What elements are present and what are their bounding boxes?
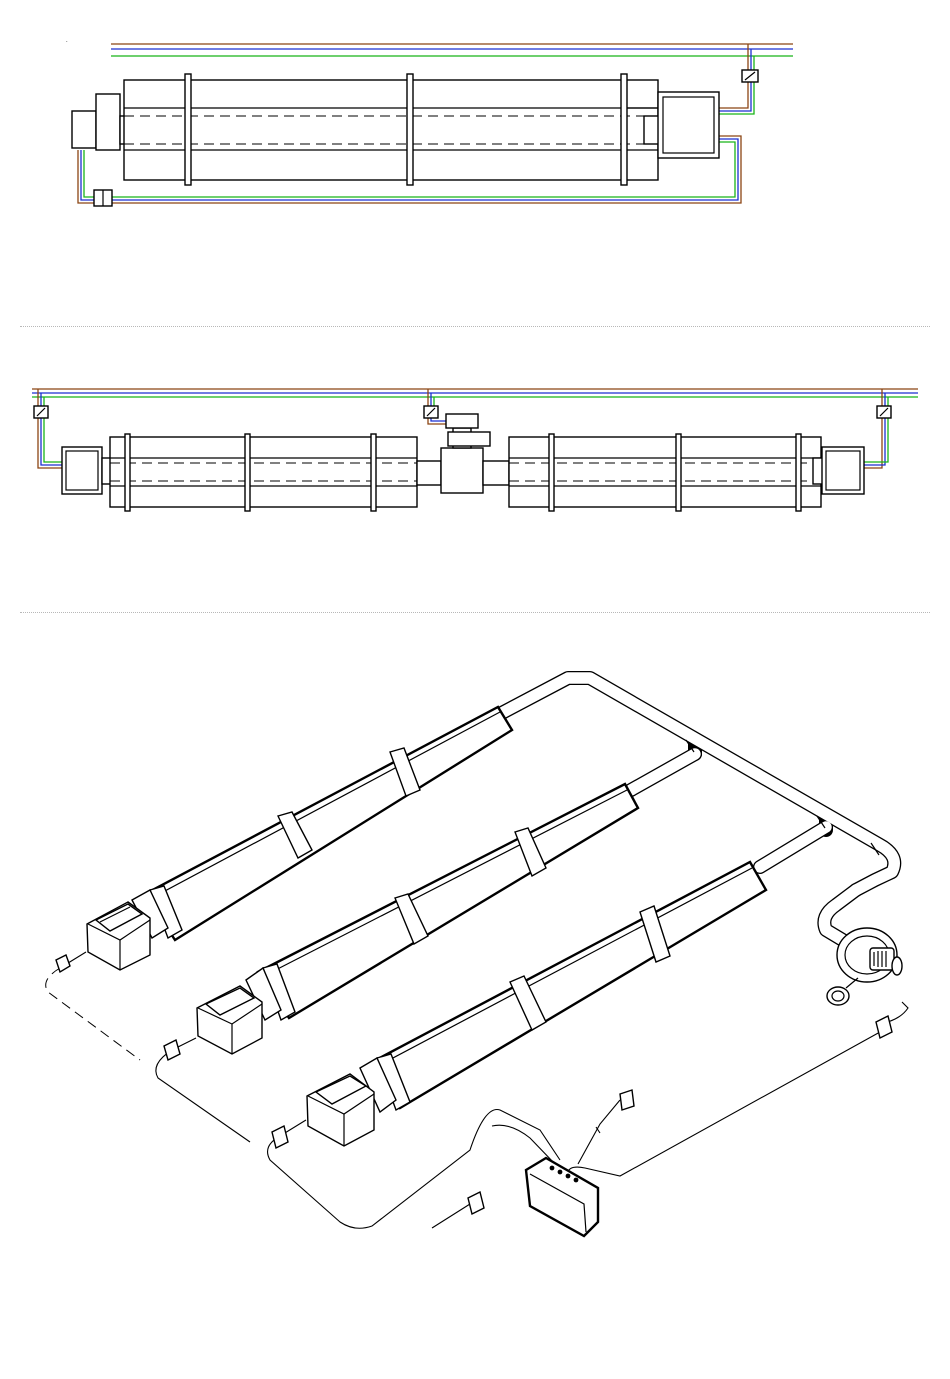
connector-boxes [56, 955, 892, 1214]
connector-2-icon [164, 1040, 180, 1060]
reflector-tube-left [110, 434, 417, 511]
single-tube-drawing: . [0, 0, 950, 230]
exhaust-box-right [822, 447, 864, 494]
radiant-tube-2 [197, 784, 638, 1054]
connector-fan-icon [876, 1016, 892, 1038]
panel-separator-1 [20, 326, 930, 327]
connector-supply-icon [468, 1192, 484, 1214]
isometric-drawing [0, 640, 950, 1260]
double-tube-drawing [0, 370, 950, 530]
double-tube-heater-plan [0, 370, 950, 530]
reflector-tube-right [509, 434, 821, 511]
svg-text:.: . [66, 38, 68, 44]
control-cabling [46, 952, 908, 1228]
panel-separator-2 [20, 612, 930, 613]
sensor-icon [620, 1090, 634, 1110]
isometric-heating-system [0, 640, 950, 1260]
connector-3-icon [272, 1126, 288, 1148]
radiant-tube-3 [307, 862, 766, 1146]
control-box-icon [526, 1158, 598, 1236]
reflector-tube [124, 74, 658, 185]
radiant-tube-1 [87, 707, 512, 970]
single-tube-heater-plan: . [0, 0, 950, 230]
exhaust-box-left [62, 447, 102, 494]
center-burner [417, 414, 509, 493]
